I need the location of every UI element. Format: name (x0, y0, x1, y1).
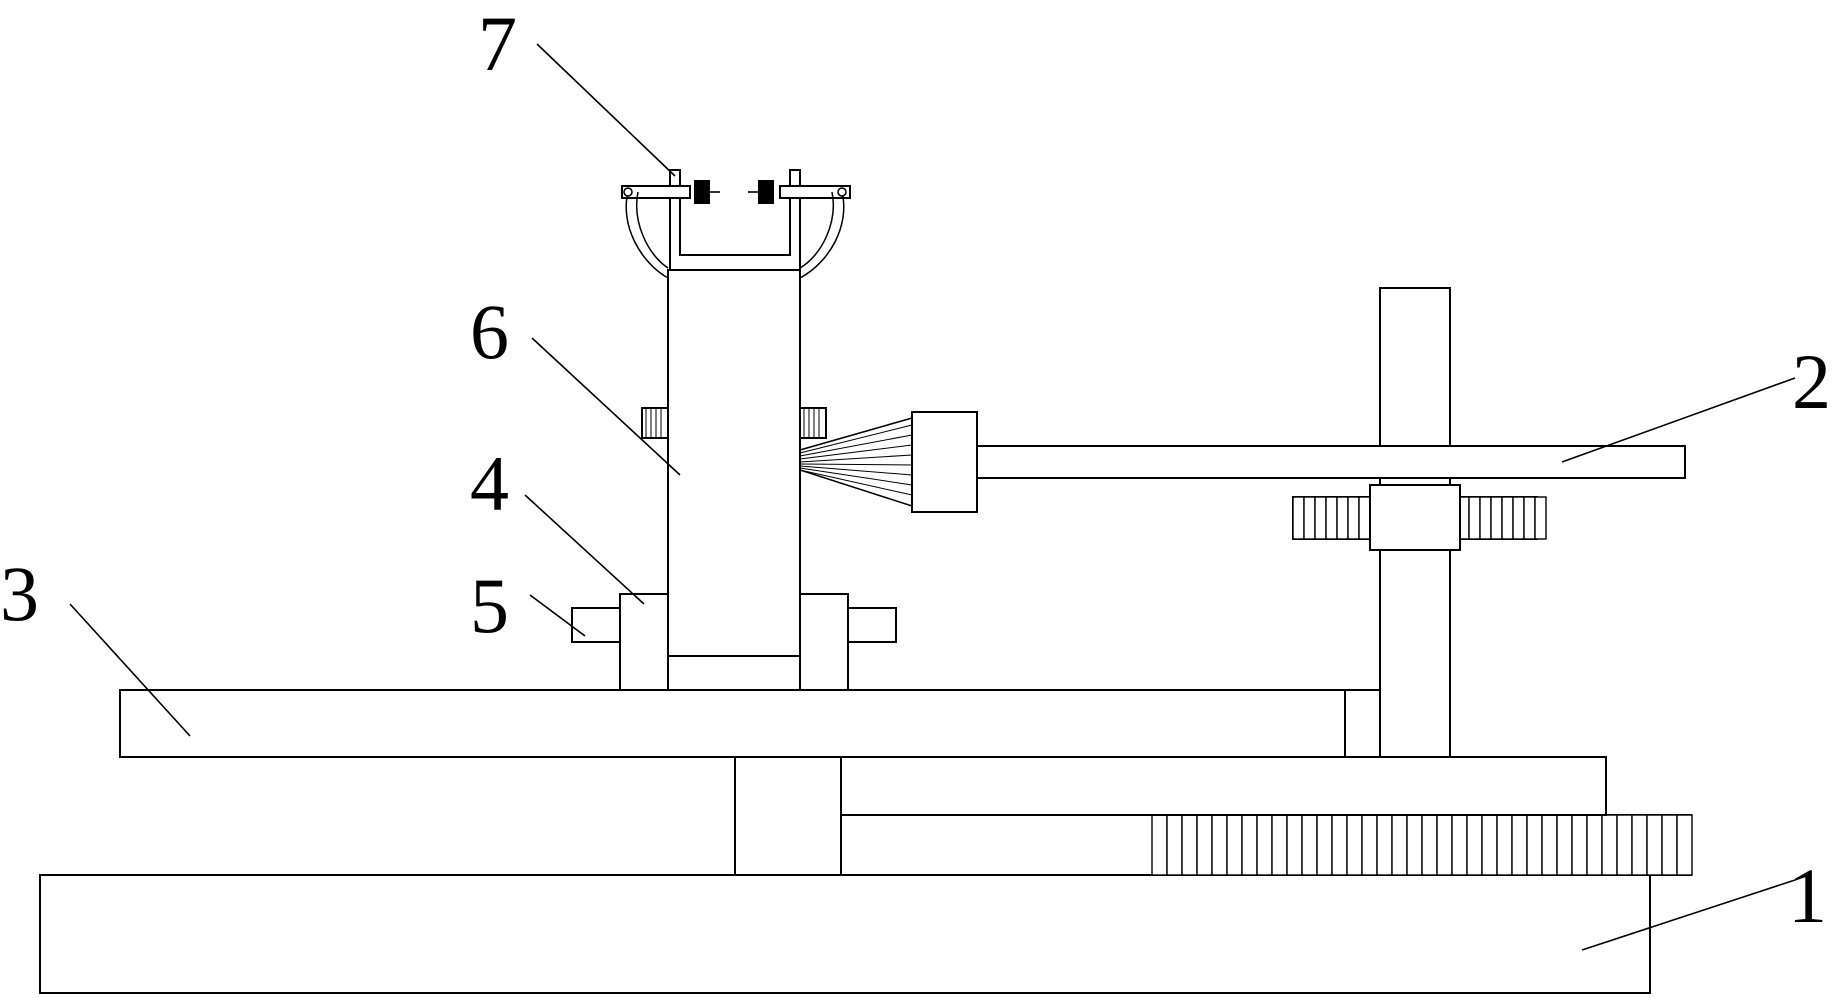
gear-tooth (1376, 814, 1393, 876)
gear-tooth (1661, 814, 1678, 876)
gear-tooth (1511, 814, 1528, 876)
gear-tooth (1314, 496, 1327, 540)
gear-tooth (1512, 496, 1525, 540)
right-bracket (799, 593, 849, 691)
center-pillar (734, 756, 842, 876)
gear-tooth (1523, 496, 1536, 540)
gear-tooth (1496, 814, 1513, 876)
gear-tooth (1292, 496, 1305, 540)
label-5: 5 (470, 562, 509, 649)
gear-tooth (1211, 814, 1228, 876)
rotating-table (119, 689, 1346, 758)
gear-tooth (1346, 814, 1363, 876)
gear-tooth (1358, 496, 1371, 540)
gear-tooth (1196, 814, 1213, 876)
gear-tooth (1331, 814, 1348, 876)
label-4: 4 (470, 440, 509, 527)
workpiece-side-pads (641, 407, 827, 439)
gear-tooth (1406, 814, 1423, 876)
gear-tooth (1501, 496, 1514, 540)
holder-base (667, 655, 801, 691)
gear-tooth (1303, 496, 1316, 540)
gear-tooth (1316, 814, 1333, 876)
column-collar (1344, 689, 1381, 758)
gear-tooth (1676, 814, 1693, 876)
gear-tooth (1468, 496, 1481, 540)
gear-tooth (1151, 814, 1168, 876)
gear-tooth (1336, 496, 1349, 540)
gear-tooth (1586, 814, 1603, 876)
workpiece-body (667, 269, 801, 657)
gear-tooth (1391, 814, 1408, 876)
gear-tooth (1347, 496, 1360, 540)
gear-tooth (1451, 814, 1468, 876)
gear-tooth (1631, 814, 1648, 876)
lower-rack-teeth (1151, 814, 1693, 876)
gear-tooth (1601, 814, 1618, 876)
left-bracket (619, 593, 669, 691)
gear-tooth (1646, 814, 1663, 876)
label-1: 1 (1788, 852, 1827, 939)
gear-tooth (1526, 814, 1543, 876)
gear-tooth (1466, 814, 1483, 876)
gear-tooth (1541, 814, 1558, 876)
label-7: 7 (478, 0, 517, 87)
label-6: 6 (470, 288, 509, 375)
gear-tooth (1534, 496, 1547, 540)
left-pin (571, 607, 621, 643)
gear-tooth (1556, 814, 1573, 876)
right-frame (840, 756, 1607, 816)
gear-tooth (1241, 814, 1258, 876)
label-3: 3 (0, 550, 39, 637)
gear-tooth (1421, 814, 1438, 876)
gear-tooth (1490, 496, 1503, 540)
base-plate (39, 874, 1651, 994)
horizontal-arm (976, 445, 1686, 479)
gear-tooth (1325, 496, 1338, 540)
gear-tooth (1226, 814, 1243, 876)
gear-tooth (1286, 814, 1303, 876)
gear-tooth (1166, 814, 1183, 876)
leader-lines (69, 43, 1796, 951)
gear-tooth (1479, 496, 1492, 540)
gear-tooth (1256, 814, 1273, 876)
gear-tooth (1181, 814, 1198, 876)
gear-tooth (1616, 814, 1633, 876)
label-2: 2 (1792, 338, 1831, 425)
brush-holder (911, 411, 978, 513)
gear-tooth (1436, 814, 1453, 876)
gear-tooth (1361, 814, 1378, 876)
gear-tooth (1301, 814, 1318, 876)
column-gear-hub (1369, 484, 1461, 551)
top-clamp (621, 169, 851, 279)
gear-tooth (1571, 814, 1588, 876)
right-pin (847, 607, 897, 643)
gear-tooth (1271, 814, 1288, 876)
gear-tooth (1481, 814, 1498, 876)
